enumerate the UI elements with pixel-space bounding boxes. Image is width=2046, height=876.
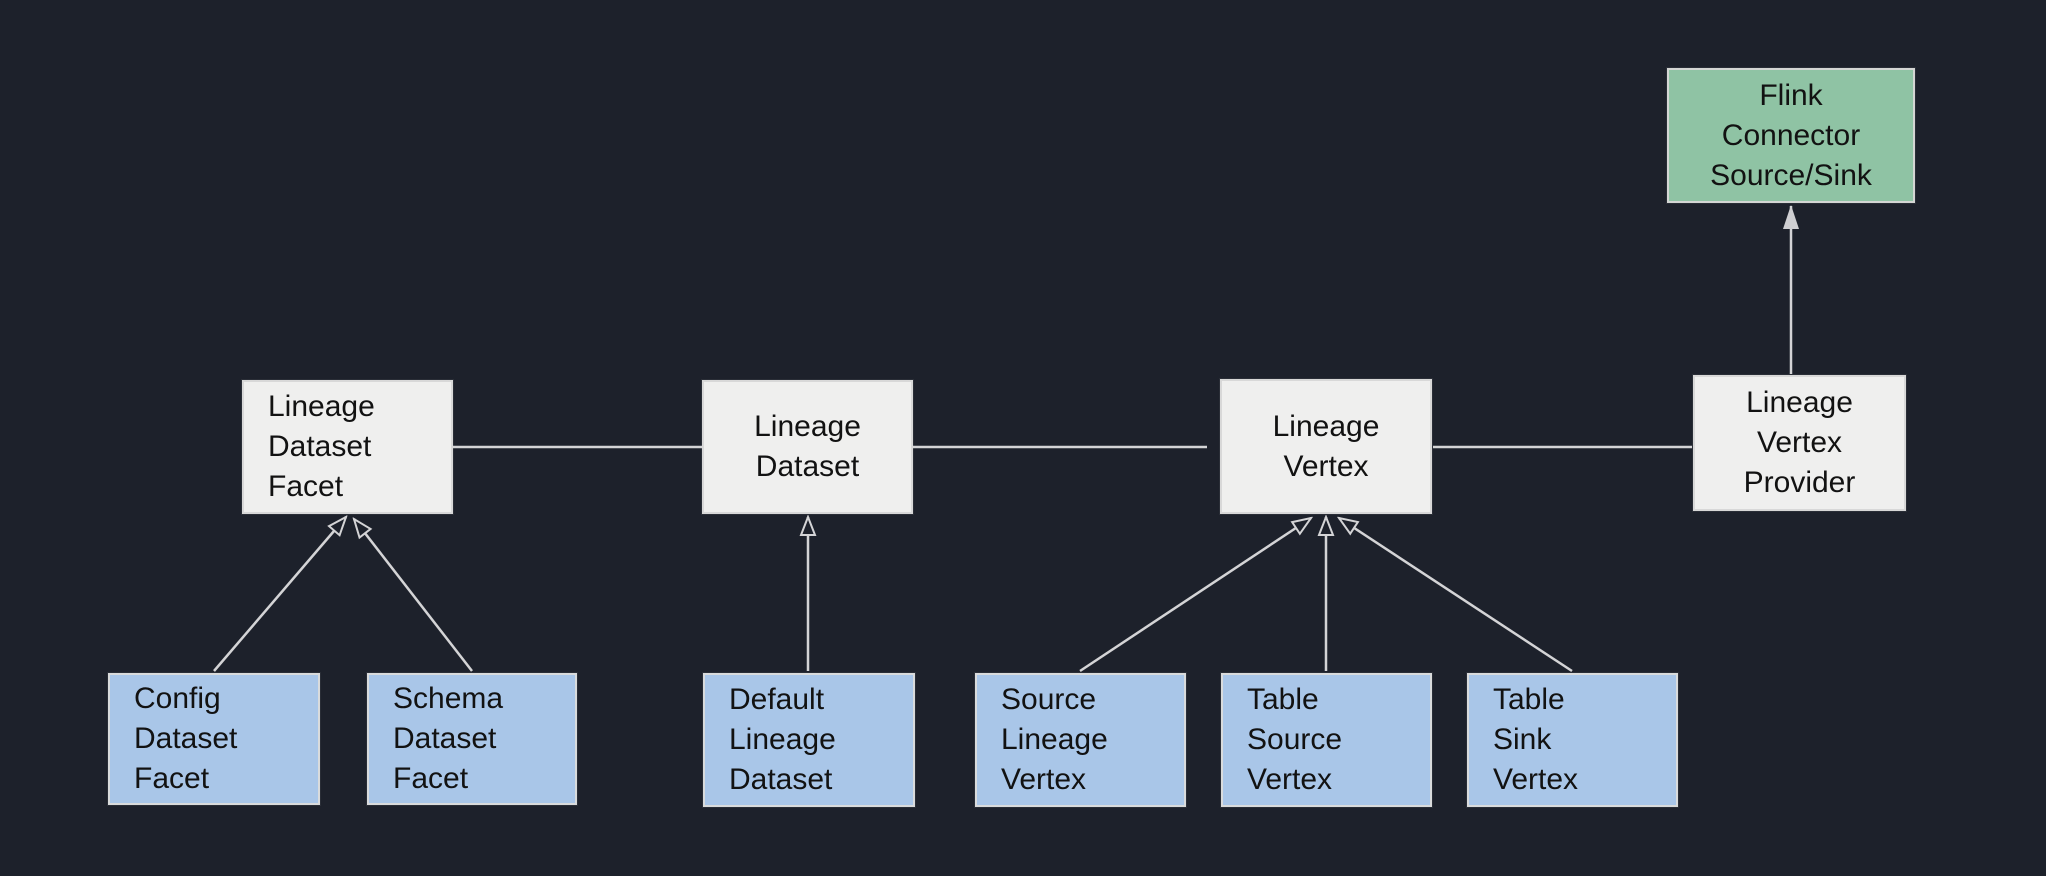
edge-config-to-facet xyxy=(213,517,346,672)
node-lineage-vertex-provider: Lineage Vertex Provider xyxy=(1693,375,1906,511)
node-default-lineage-dataset: Default Lineage Dataset xyxy=(703,673,915,807)
node-table-source-vertex: Table Source Vertex xyxy=(1221,673,1432,807)
node-lineage-dataset-facet: Lineage Dataset Facet xyxy=(242,380,453,514)
node-lineage-vertex: Lineage Vertex xyxy=(1220,379,1432,514)
node-flink-connector-source-sink: Flink Connector Source/Sink xyxy=(1667,68,1915,203)
node-table-sink-vertex: Table Sink Vertex xyxy=(1467,673,1678,807)
edge-tablesink-to-vertex xyxy=(1339,518,1573,673)
node-source-lineage-vertex: Source Lineage Vertex xyxy=(975,673,1186,807)
node-lineage-dataset: Lineage Dataset xyxy=(702,380,913,514)
node-schema-dataset-facet: Schema Dataset Facet xyxy=(367,673,577,805)
node-config-dataset-facet: Config Dataset Facet xyxy=(108,673,320,805)
edge-sourcelineage-to-vertex xyxy=(1079,518,1311,673)
edge-schema-to-facet xyxy=(354,519,473,672)
